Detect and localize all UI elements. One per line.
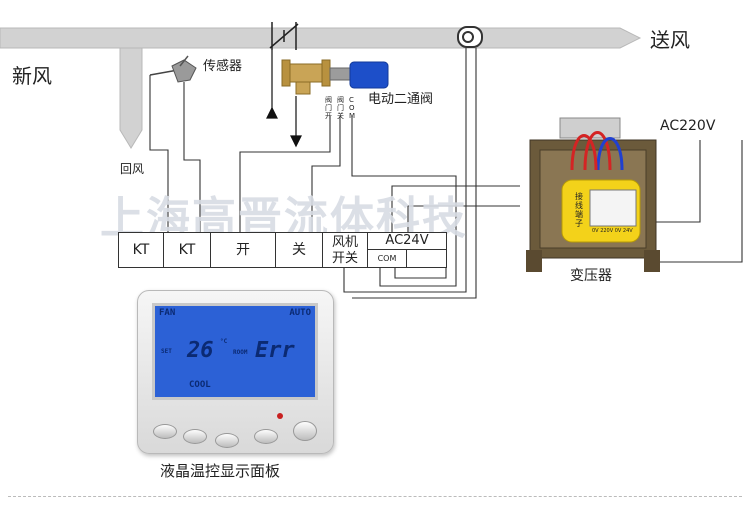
transformer-label: 变压器 <box>570 268 612 284</box>
lcd-screen: FAN AUTO SET 26 °C ROOM Err COOL <box>152 303 318 400</box>
lcd-mode-indicator: AUTO <box>289 308 311 318</box>
terminal-kt-1: KT <box>118 232 164 268</box>
lcd-error-code: Err <box>255 338 295 363</box>
valve-close-wire-label: 阀门关 <box>337 96 344 120</box>
valve-com-wire-label: COM <box>349 96 356 120</box>
terminal-block-tag: 接线端子 <box>575 192 583 228</box>
transformer <box>526 117 660 272</box>
temperature-sensor <box>149 55 197 83</box>
sensor-label: 传感器 <box>203 59 243 74</box>
supply-air-label: 送风 <box>650 28 690 52</box>
valve-label: 电动二通阀 <box>368 92 434 107</box>
lcd-unit: °C <box>220 338 228 345</box>
lcd-room-label: ROOM <box>233 349 248 356</box>
terminal-com: COM <box>367 249 407 268</box>
terminal-blank <box>406 249 447 268</box>
damper-symbol <box>269 22 299 50</box>
power-led <box>277 413 283 419</box>
divider <box>8 496 742 497</box>
terminal-kt-2: KT <box>163 232 211 268</box>
fan-symbol <box>457 26 483 48</box>
power-button[interactable] <box>293 421 317 441</box>
lcd-set-label: SET <box>161 348 172 355</box>
fresh-air-label: 新风 <box>12 64 52 88</box>
lcd-cool-indicator: COOL <box>189 380 211 390</box>
panel-caption: 液晶温控显示面板 <box>160 462 281 480</box>
return-air-label: 回风 <box>120 162 145 176</box>
terminal-block-marks: 0V 220V 0V 24V <box>592 228 633 234</box>
terminal-ac24v: AC24V <box>367 232 447 250</box>
valve-open-wire-label: 阀门开 <box>325 96 332 120</box>
lcd-fan-indicator: FAN <box>159 308 176 318</box>
terminal-open: 开 <box>210 232 276 268</box>
panel-button-3[interactable] <box>215 433 239 448</box>
terminal-fan-switch: 风机开关 <box>322 232 368 268</box>
flow-arrows <box>266 50 302 148</box>
electric-two-way-valve <box>281 59 389 95</box>
air-duct-main <box>0 27 642 49</box>
panel-button-2[interactable] <box>183 429 207 444</box>
wiring <box>149 48 743 299</box>
lcd-temperature: 26 <box>187 338 214 363</box>
panel-button-1[interactable] <box>153 424 177 439</box>
lcd-thermostat-panel: FAN AUTO SET 26 °C ROOM Err COOL <box>137 290 334 454</box>
air-duct-return-branch <box>119 47 143 149</box>
ac220v-label: AC220V <box>660 118 716 134</box>
terminal-close: 关 <box>275 232 323 268</box>
panel-button-4[interactable] <box>254 429 278 444</box>
